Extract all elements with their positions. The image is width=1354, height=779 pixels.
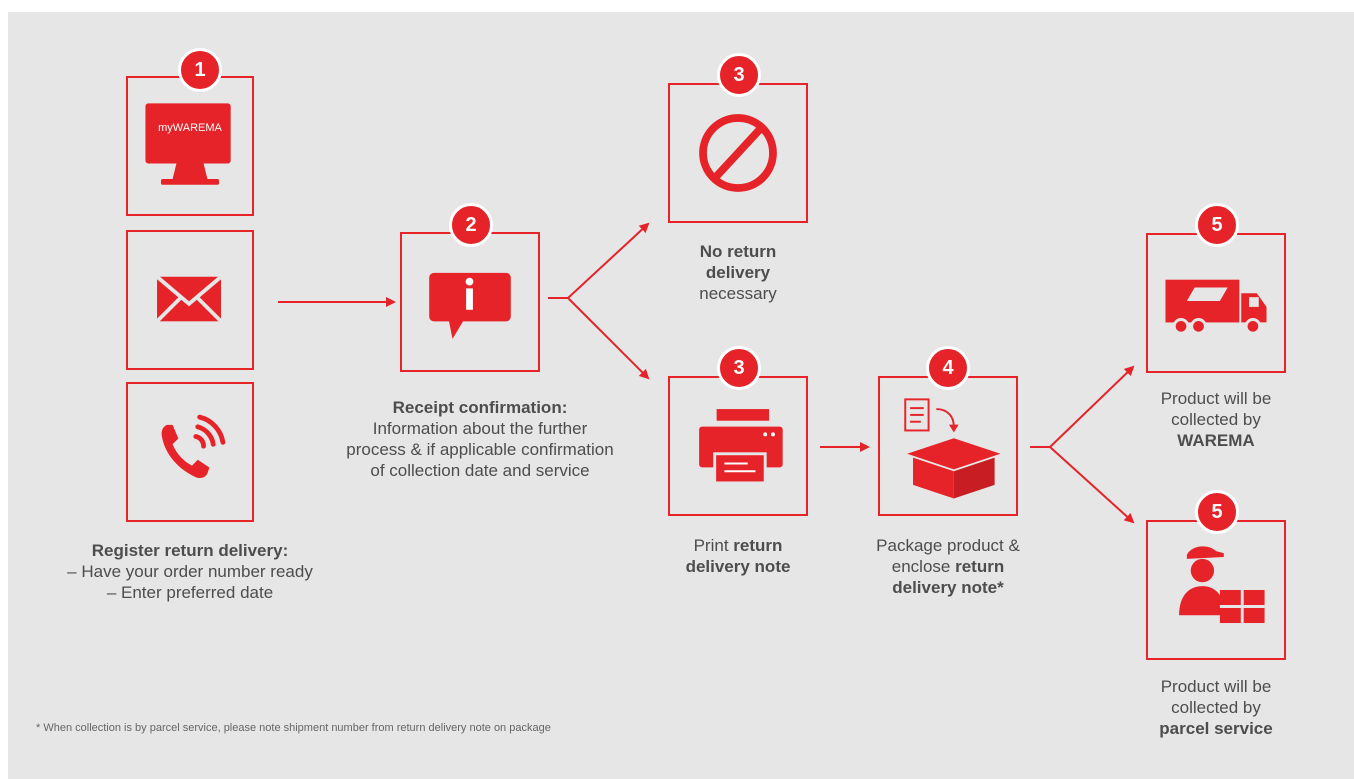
step1-badge: 1 [178,48,222,92]
parcel-line1: Product will be [1160,677,1272,696]
courier-icon [1179,546,1265,624]
envelope-icon [155,275,223,323]
step4-package-box [878,376,1018,516]
step3-no-return-box [668,83,808,223]
print-text: Print return delivery note [638,535,838,577]
step1-phone-box [126,382,254,522]
truck-icon [1165,279,1267,335]
register-title: Register return delivery: [91,541,289,560]
package-bold3: delivery note* [892,578,1004,597]
register-line2: – Enter preferred date [106,583,274,602]
receipt-line1: Information about the further [372,419,588,438]
register-line1: – Have your order number ready [67,562,313,581]
no-return-line3: necessary [699,284,777,303]
step4-badge: 4 [926,346,970,390]
parcel-line2: collected by [1171,698,1261,717]
receipt-line3: of collection date and service [370,461,590,480]
warema-line2: collected by [1171,410,1261,429]
monitor-screen-label: myWAREMA [158,122,222,134]
step5-parcel-badge: 5 [1195,490,1239,534]
receipt-line2: process & if applicable confirmation [346,440,614,459]
step2-badge: 2 [449,203,493,247]
package-bold2: return [955,557,1005,576]
package-icon [904,398,1001,499]
printer-icon [699,409,783,485]
no-return-text: No return delivery necessary [638,241,838,304]
warema-bold3: WAREMA [1177,431,1255,450]
step1-email-box [126,230,254,370]
parcel-bold3: parcel service [1159,719,1273,738]
step3-no-return-badge: 3 [717,53,761,97]
parcel-text: Product will be collected by parcel serv… [1116,676,1316,739]
step3-print-badge: 3 [717,346,761,390]
step3-print-box [668,376,808,516]
step2-box [400,232,540,372]
monitor-icon [145,103,231,185]
print-bold1: return [733,536,783,555]
phone-icon [161,414,226,478]
warema-line1: Product will be [1160,389,1272,408]
step1-monitor-box: myWAREMA [126,76,254,216]
print-pre: Print [693,536,734,555]
warema-text: Product will be collected by WAREMA [1116,388,1316,451]
info-bubble-icon [429,272,511,339]
receipt-text: Receipt confirmation: Information about … [310,397,650,481]
print-bold2: delivery note [685,557,791,576]
receipt-title: Receipt confirmation: [392,398,568,417]
no-return-bold1: No return [699,242,777,261]
register-text: Register return delivery: – Have your or… [10,540,370,603]
package-pre2: enclose [891,557,956,576]
no-entry-icon [699,114,777,192]
package-text: Package product & enclose return deliver… [838,535,1058,598]
step5-warema-box [1146,233,1286,373]
no-return-bold2: delivery [705,263,771,282]
package-line1: Package product & [876,536,1020,555]
step5-parcel-box [1146,520,1286,660]
footnote: * When collection is by parcel service, … [36,722,551,734]
step5-warema-badge: 5 [1195,203,1239,247]
